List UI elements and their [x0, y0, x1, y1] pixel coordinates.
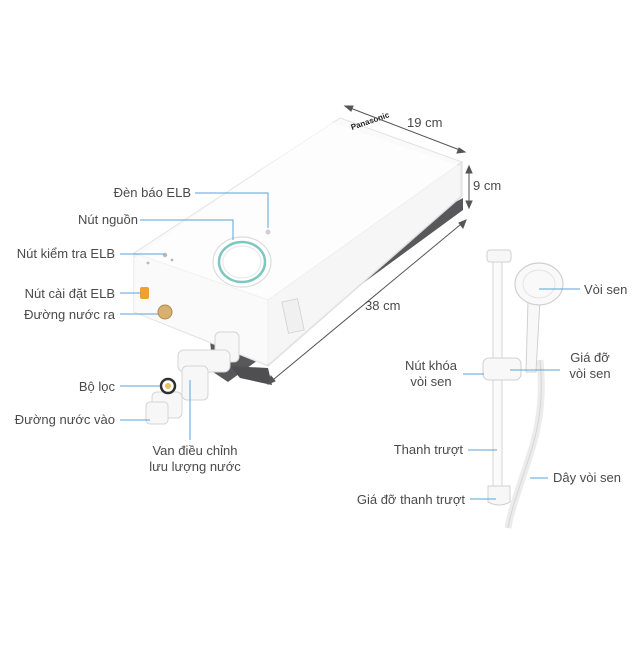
- filter-core: [165, 383, 171, 389]
- water-heater: Panasonic: [132, 110, 464, 425]
- leader-lines-heater: [120, 192, 269, 440]
- leader-lines-shower: [463, 288, 580, 500]
- label-water-outlet: Đường nước ra: [24, 307, 115, 322]
- top-bracket: [486, 249, 512, 263]
- shower-head-shape: [514, 262, 564, 306]
- power-knob[interactable]: [212, 236, 272, 288]
- label-flow-valve: Van điều chỉnh lưu lượng nước: [140, 443, 250, 475]
- label-slide-bar: Thanh trượt: [393, 442, 463, 457]
- small-dot-1: [170, 258, 174, 262]
- label-filter: Bộ lọc: [78, 379, 115, 394]
- label-lock-button: Nút khóa vòi sen: [396, 358, 466, 390]
- shower-set: [482, 249, 564, 529]
- shower-hose-edge: [507, 359, 542, 529]
- label-lock-button-line-1: Nút khóa: [404, 358, 458, 373]
- label-elb-indicator: Đèn báo ELB: [113, 185, 191, 200]
- sliding-holder: [482, 357, 522, 381]
- dimension-lines: [267, 105, 473, 385]
- label-flow-valve-line-1: Van điều chỉnh: [152, 443, 238, 458]
- label-elb-reset-button: Nút cài đặt ELB: [24, 286, 115, 301]
- inlet-pipe-assembly: [145, 331, 240, 425]
- dimension-height: 38 cm: [365, 298, 401, 313]
- elb-test-button-shape[interactable]: [162, 252, 168, 258]
- elb-indicator-light: [265, 229, 271, 235]
- label-head-holder-line-2: vòi sen: [569, 366, 611, 381]
- label-flow-valve-line-2: lưu lượng nước: [149, 459, 241, 474]
- label-power-button: Nút nguồn: [78, 212, 138, 227]
- label-elb-test-button: Nút kiểm tra ELB: [16, 246, 115, 261]
- heater-lower-band: [230, 366, 272, 385]
- small-dot-2: [146, 261, 150, 265]
- label-bar-holder: Giá đỡ thanh trượt: [356, 492, 465, 507]
- bar-holder-shape: [487, 485, 511, 506]
- label-water-inlet: Đường nước vào: [14, 412, 115, 427]
- dimension-width: 19 cm: [407, 115, 443, 130]
- heater-panel: [134, 122, 460, 364]
- water-outlet-fitting: [157, 304, 173, 320]
- label-hose: Dây vòi sen: [553, 470, 621, 485]
- spec-label-plate: [281, 298, 305, 334]
- label-lock-button-line-2: vòi sen: [410, 374, 452, 389]
- shower-face-ring: [522, 269, 556, 299]
- elb-reset-cap[interactable]: [140, 287, 149, 299]
- label-head-holder-line-1: Giá đỡ: [570, 350, 610, 365]
- label-head-holder: Giá đỡ vòi sen: [560, 350, 620, 382]
- dimension-depth: 9 cm: [473, 178, 502, 193]
- shower-hose: [504, 359, 545, 529]
- label-shower-head: Vòi sen: [584, 282, 628, 297]
